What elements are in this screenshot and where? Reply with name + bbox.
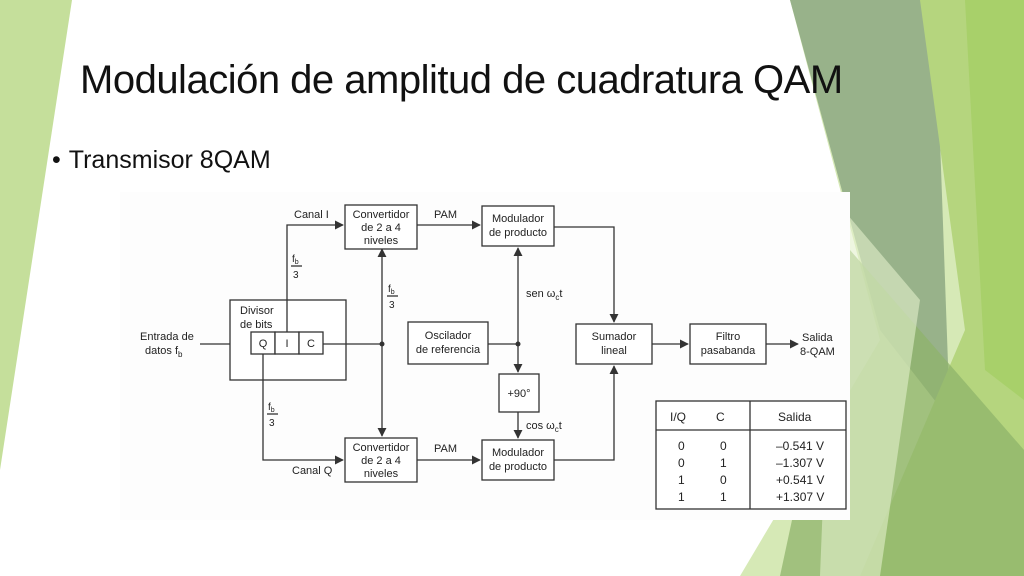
table-header-c: C: [716, 410, 725, 424]
bullet-text: Transmisor 8QAM: [68, 146, 271, 174]
filter-line1: Filtro: [716, 331, 740, 343]
sen-label: sen ωct: [526, 288, 562, 302]
divider-cell-c-label: C: [307, 338, 315, 350]
svg-text:+0.541 V: +0.541 V: [776, 473, 824, 487]
input-label-line1: Entrada de: [140, 331, 194, 343]
bullet-dot: •: [52, 146, 61, 174]
table-header-salida: Salida: [778, 410, 812, 424]
output-line2: 8-QAM: [800, 346, 835, 358]
modulator-bottom-box: [481, 439, 555, 481]
pam-top-label: PAM: [434, 209, 457, 221]
oscillator-line2: de referencia: [416, 344, 481, 356]
modulator-top-line2: de producto: [489, 227, 547, 239]
svg-text:3: 3: [269, 418, 275, 429]
svg-text:0: 0: [720, 473, 727, 487]
svg-text:1: 1: [678, 490, 685, 504]
output-line1: Salida: [802, 332, 833, 344]
modulator-bottom-line1: Modulador: [492, 447, 544, 459]
canal-q-label: Canal Q: [292, 465, 333, 477]
summer-box: [575, 323, 653, 365]
converter-top-line1: Convertidor: [353, 209, 410, 221]
truth-table: I/Q C Salida 0 0 –0.541 V 0 1 –1.307 V 1…: [655, 400, 847, 510]
phase-shift-box: [498, 373, 540, 413]
svg-text:3: 3: [389, 300, 395, 311]
canal-i-line: [286, 220, 344, 332]
mod-top-to-summer: [554, 226, 619, 323]
svg-text:–1.307 V: –1.307 V: [776, 456, 824, 470]
slide-title: Modulación de amplitud de cuadratura QAM: [80, 58, 843, 102]
fraction-c: fb 3: [387, 284, 398, 311]
oscillator-line1: Oscilador: [425, 330, 472, 342]
divider-cell-q-label: Q: [259, 338, 268, 350]
svg-text:0: 0: [678, 439, 685, 453]
summer-line2: lineal: [601, 345, 627, 357]
converter-top-line3: niveles: [364, 235, 399, 247]
left-green-triangle: [0, 0, 72, 470]
svg-text:+1.307 V: +1.307 V: [776, 490, 824, 504]
svg-text:1: 1: [720, 456, 727, 470]
right-green-panel-dark: [965, 0, 1024, 400]
table-row: 1 1 +1.307 V: [678, 490, 824, 504]
converter-bottom-line1: Convertidor: [353, 442, 410, 454]
divider-cell-i-label: I: [285, 338, 288, 350]
modulator-top-box: [481, 205, 555, 247]
modulator-top-line1: Modulador: [492, 213, 544, 225]
converter-top-line2: de 2 a 4: [361, 222, 401, 234]
phase-shift-label: +90°: [507, 388, 530, 400]
pam-bottom-label: PAM: [434, 443, 457, 455]
oscillator-box: [407, 321, 489, 365]
svg-text:fb: fb: [268, 402, 275, 414]
converter-bottom-line2: de 2 a 4: [361, 455, 401, 467]
converter-bottom-box: [344, 437, 418, 483]
cos-label: cos ωct: [526, 420, 562, 434]
table-row: 0 1 –1.307 V: [678, 456, 824, 470]
bullet-item: •Transmisor 8QAM: [52, 146, 271, 175]
svg-text:0: 0: [720, 439, 727, 453]
fraction-q: fb 3: [267, 402, 278, 429]
table-row: 0 0 –0.541 V: [678, 439, 824, 453]
summer-line1: Sumador: [592, 331, 637, 343]
canal-i-label: Canal I: [294, 209, 329, 221]
svg-text:1: 1: [720, 490, 727, 504]
svg-text:3: 3: [293, 270, 299, 281]
mod-bottom-to-summer: [554, 365, 619, 461]
input-label-line2: datos fb: [145, 345, 183, 359]
filter-box: [689, 323, 767, 365]
fraction-i: fb 3: [291, 254, 302, 281]
converter-top-box: [344, 204, 418, 250]
divider-cell-c: [298, 331, 324, 355]
filter-line2: pasabanda: [701, 345, 756, 357]
table-row: 1 0 +0.541 V: [678, 473, 824, 487]
table-header-iq: I/Q: [670, 410, 686, 424]
svg-text:fb: fb: [292, 254, 299, 266]
svg-text:fb: fb: [388, 284, 395, 296]
svg-text:–0.541 V: –0.541 V: [776, 439, 824, 453]
divider-label-line1: Divisor: [240, 305, 274, 317]
modulator-bottom-line2: de producto: [489, 461, 547, 473]
canal-q-line: [262, 354, 344, 465]
svg-text:1: 1: [678, 473, 685, 487]
converter-bottom-line3: niveles: [364, 468, 399, 480]
divider-label-line2: de bits: [240, 319, 273, 331]
svg-text:0: 0: [678, 456, 685, 470]
